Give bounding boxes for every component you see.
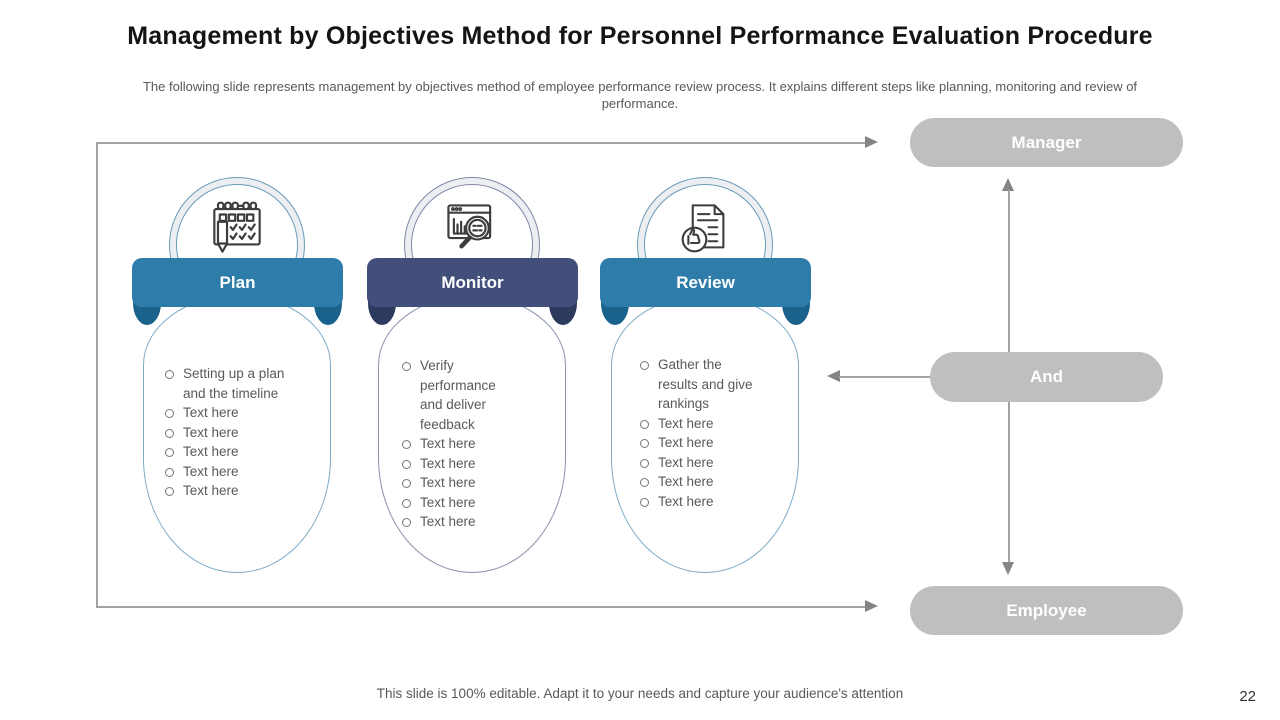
list-item: Text here — [400, 454, 510, 474]
calendar-pencil-icon — [213, 201, 261, 253]
slide-title: Management by Objectives Method for Pers… — [127, 22, 1153, 50]
manager-label: Manager — [1011, 132, 1082, 152]
plan-banner-label: Plan — [219, 272, 256, 292]
down-arrowhead-icon — [1002, 562, 1014, 575]
left-arrowhead-icon — [827, 370, 840, 382]
review-banner: Review — [600, 258, 811, 307]
list-item: Text here — [638, 492, 762, 512]
list-item: Text here — [400, 434, 510, 454]
list-item: Text here — [638, 453, 762, 473]
list-item: Text here — [400, 493, 510, 513]
page-number: 22 — [1239, 688, 1256, 705]
plan-banner: Plan — [132, 258, 343, 307]
slide-subtitle: The following slide represents managemen… — [142, 79, 1138, 111]
manager-connector-line — [96, 142, 866, 144]
list-item: Setting up a plan and the timeline — [163, 364, 297, 403]
plan-bullet-list: Setting up a plan and the timeline Text … — [163, 364, 297, 501]
list-item: Text here — [163, 462, 297, 482]
review-bullet-list: Gather the results and give rankings Tex… — [638, 355, 762, 511]
employee-pill: Employee — [910, 586, 1183, 635]
analytics-magnifier-icon — [447, 204, 492, 249]
and-employee-line — [1008, 402, 1010, 563]
monitor-bullet-list: Verify performance and deliver feedback … — [400, 356, 510, 532]
and-connector-line — [839, 376, 930, 378]
review-banner-label: Review — [676, 272, 735, 292]
list-item: Text here — [638, 433, 762, 453]
manager-and-line — [1008, 190, 1010, 352]
column-plan: Plan Setting up a plan and the timeline … — [132, 177, 343, 577]
bracket-left-line — [96, 142, 98, 607]
monitor-banner-label: Monitor — [441, 272, 504, 292]
list-item: Text here — [638, 472, 762, 492]
employee-label: Employee — [1006, 600, 1087, 620]
list-item: Text here — [163, 403, 297, 423]
employee-connector-line — [96, 606, 866, 608]
employee-arrowhead-icon — [865, 600, 878, 612]
plan-capsule — [143, 295, 331, 573]
list-item: Verify performance and deliver feedback — [400, 356, 510, 434]
list-item: Text here — [163, 442, 297, 462]
manager-pill: Manager — [910, 118, 1183, 167]
list-item: Text here — [163, 423, 297, 443]
list-item: Text here — [638, 414, 762, 434]
list-item: Text here — [400, 512, 510, 532]
document-thumbs-up-icon — [681, 204, 725, 253]
review-capsule — [611, 295, 799, 573]
column-monitor: Monitor Verify performance and deliver f… — [367, 177, 578, 577]
footer-note: This slide is 100% editable. Adapt it to… — [376, 686, 904, 701]
column-review: Review Gather the results and give ranki… — [600, 177, 811, 577]
manager-arrowhead-icon — [865, 136, 878, 148]
list-item: Gather the results and give rankings — [638, 355, 762, 414]
up-arrowhead-icon — [1002, 178, 1014, 191]
list-item: Text here — [400, 473, 510, 493]
and-label: And — [1029, 367, 1064, 386]
monitor-capsule — [378, 295, 566, 573]
monitor-banner: Monitor — [367, 258, 578, 307]
list-item: Text here — [163, 481, 297, 501]
and-pill: And — [930, 352, 1163, 402]
